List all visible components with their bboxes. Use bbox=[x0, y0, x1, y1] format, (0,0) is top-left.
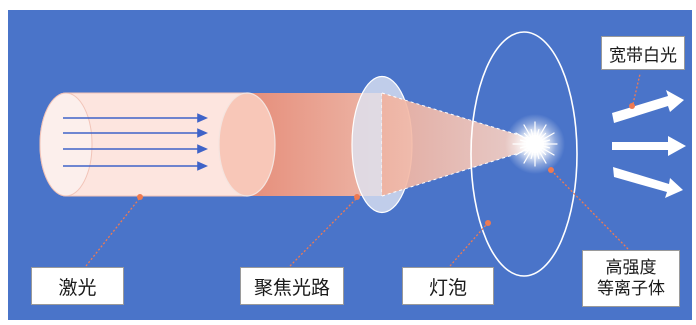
broadband-light-arrows bbox=[612, 90, 686, 198]
label-focus-path: 聚焦光路 bbox=[240, 267, 344, 305]
laser-rays bbox=[63, 113, 208, 171]
output-arrow-middle bbox=[612, 136, 686, 156]
label-plasma-line1: 高强度 bbox=[605, 257, 657, 278]
output-arrow-up bbox=[612, 90, 684, 123]
pointer-lines bbox=[85, 73, 641, 267]
converging-cone bbox=[382, 93, 535, 196]
bulb-outline bbox=[470, 31, 578, 277]
label-laser: 激光 bbox=[31, 267, 124, 305]
laser-tube bbox=[39, 92, 248, 197]
label-high-intensity-plasma: 高强度 等离子体 bbox=[582, 250, 680, 307]
label-broadband-white-light: 宽带白光 bbox=[601, 36, 685, 70]
label-bulb: 灯泡 bbox=[402, 267, 494, 305]
label-plasma-line2: 等离子体 bbox=[597, 278, 665, 299]
output-arrow-down bbox=[613, 167, 683, 198]
plasma-burst bbox=[505, 114, 565, 174]
